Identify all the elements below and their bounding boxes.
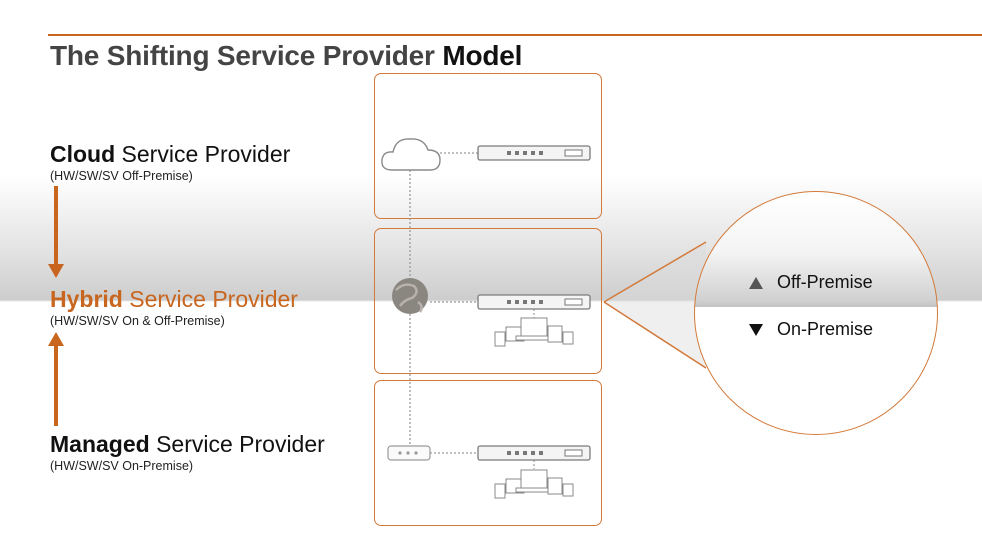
managed-panel [374,380,602,526]
hybrid-provider-rest: Service Provider [122,286,298,312]
header-rule [48,34,982,36]
off-premise-label: Off-Premise [777,272,873,292]
hybrid-panel [374,228,602,374]
slide-title: The Shifting Service Provider Model [50,40,522,72]
cloud-provider-sub: (HW/SW/SV Off-Premise) [50,169,193,183]
triangle-up-icon [749,276,763,289]
zoom-line-bottom [603,301,707,369]
on-premise-row: On-Premise [749,319,873,340]
hybrid-provider-sub: (HW/SW/SV On & Off-Premise) [50,314,225,328]
devices-icon [494,309,574,347]
arrow-up-icon [48,332,64,426]
cloud-provider-name: Cloud Service Provider [50,141,290,167]
rack-server-icon [477,294,591,310]
cloud-provider-bold: Cloud [50,141,116,167]
gateway-icon [387,445,431,461]
hybrid-provider-bold: Hybrid [50,286,123,312]
cloud-provider-rest: Service Provider [115,141,291,167]
managed-provider-name: Managed Service Provider [50,431,325,457]
hybrid-provider-name: Hybrid Service Provider [50,286,298,312]
rack-server-icon [477,445,591,461]
off-premise-row: Off-Premise [749,272,873,293]
rack-server-icon [477,145,591,161]
cloud-provider-label: Cloud Service Provider (HW/SW/SV Off-Pre… [50,141,290,183]
managed-provider-bold: Managed [50,431,150,457]
managed-provider-label: Managed Service Provider (HW/SW/SV On-Pr… [50,431,325,473]
title-main: The Shifting Service Provider [50,40,435,71]
zoom-wedge [604,242,706,368]
zoom-line-top [603,241,707,303]
cloud-panel [374,73,602,219]
on-premise-label: On-Premise [777,319,874,339]
cloud-icon [381,138,441,171]
managed-provider-sub: (HW/SW/SV On-Premise) [50,459,194,473]
managed-provider-rest: Service Provider [149,431,325,457]
title-emphasis: Model [442,40,523,71]
triangle-down-icon [749,323,763,336]
arrow-down-icon [48,186,64,278]
devices-icon [494,460,574,499]
hybrid-provider-label: Hybrid Service Provider (HW/SW/SV On & O… [50,286,298,328]
globe-icon [392,278,428,314]
zoom-legend-circle: Off-Premise On-Premise [694,191,938,435]
